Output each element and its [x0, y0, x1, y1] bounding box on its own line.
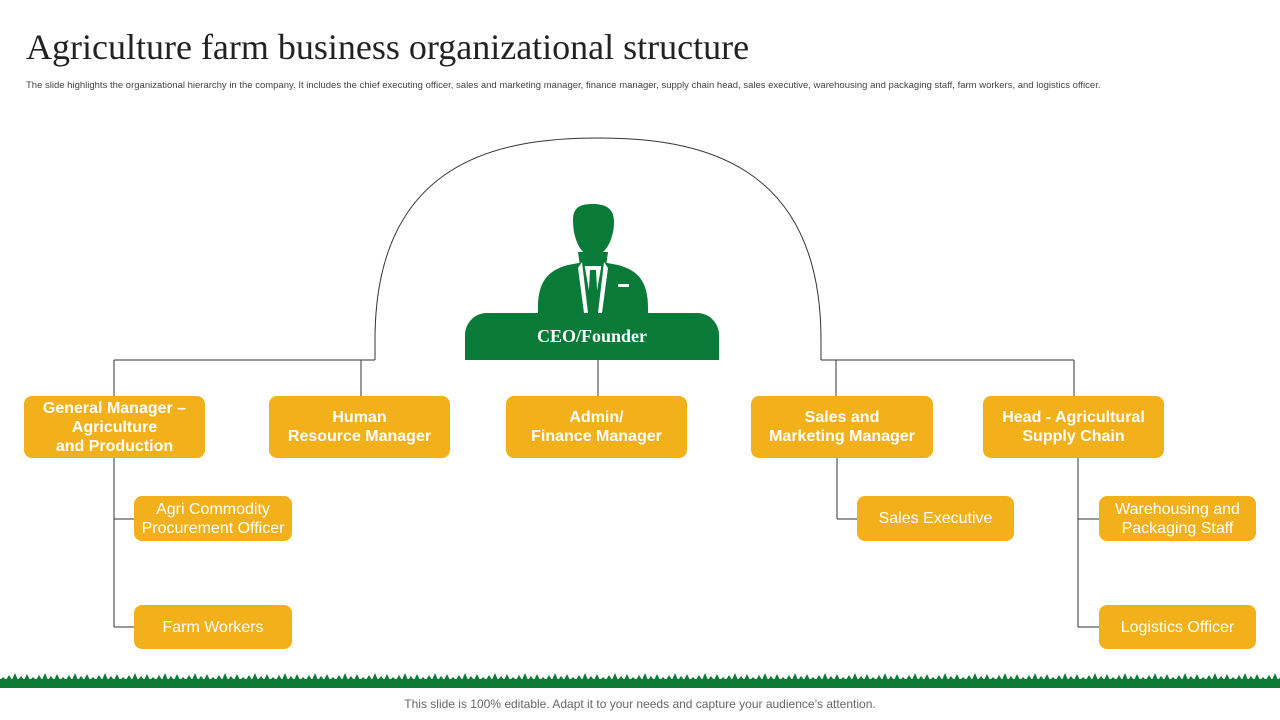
supply-chain-head-box: Head - Agricultural Supply Chain	[983, 396, 1164, 458]
footer-note: This slide is 100% editable. Adapt it to…	[404, 697, 876, 711]
ceo-box: CEO/Founder	[465, 313, 719, 360]
agri-commodity-officer-box: Agri Commodity Procurement Officer	[134, 496, 292, 541]
sales-executive-box: Sales Executive	[857, 496, 1014, 541]
warehousing-staff-box: Warehousing and Packaging Staff	[1099, 496, 1256, 541]
sales-marketing-manager-box: Sales and Marketing Manager	[751, 396, 933, 458]
grass-strip	[0, 673, 1280, 688]
hr-manager-box: Human Resource Manager	[269, 396, 450, 458]
farm-workers-box: Farm Workers	[134, 605, 292, 649]
person-icon	[537, 204, 649, 314]
logistics-officer-box: Logistics Officer	[1099, 605, 1256, 649]
slide-title: Agriculture farm business organizational…	[26, 27, 750, 67]
arch-line	[374, 137, 822, 360]
finance-manager-box: Admin/ Finance Manager	[506, 396, 687, 458]
slide-subtitle: The slide highlights the organizational …	[26, 80, 1101, 91]
general-manager-box: General Manager – Agriculture and Produc…	[24, 396, 205, 458]
